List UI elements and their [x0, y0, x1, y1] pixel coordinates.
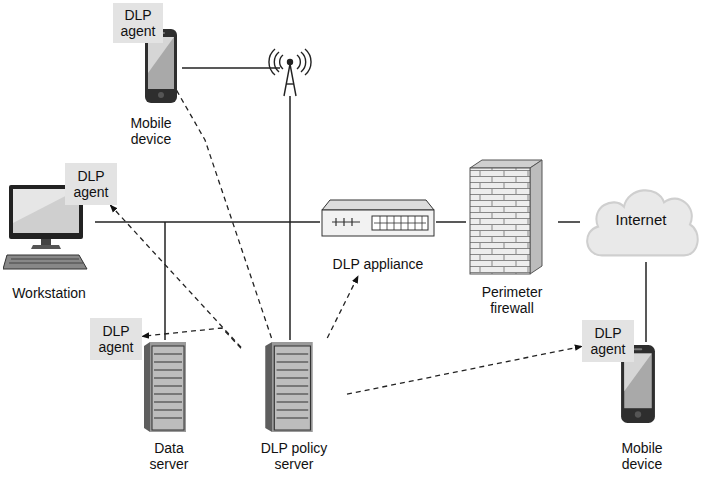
device-label: Mobile device: [114, 115, 188, 147]
device-label: Data server: [134, 440, 204, 472]
network-link: [645, 262, 647, 342]
device-label: DLP policy server: [241, 440, 347, 472]
antenna-feed-line: [289, 96, 291, 340]
device-label: DLP appliance: [333, 256, 424, 272]
agent-label-box: DLP agent: [90, 318, 142, 360]
policy-server: DLP policy server: [241, 338, 347, 472]
internet-cloud: Internet: [580, 178, 702, 262]
policy-arrow: [347, 346, 582, 394]
server-icon: [263, 340, 315, 434]
device-label: Perimeter firewall: [466, 284, 558, 316]
network-link: [558, 221, 580, 223]
server-icon: [142, 340, 188, 434]
policy-arrow: [327, 276, 358, 338]
device-label: Internet: [616, 212, 667, 228]
agent-label: DLP agent: [586, 325, 630, 357]
agent-label: DLP agent: [117, 7, 159, 39]
firewall-icon: [468, 158, 544, 276]
network-link: [436, 221, 466, 223]
agent-label: DLP agent: [69, 168, 113, 200]
agent-label-box: DLP agent: [113, 3, 163, 43]
wireless-link: [182, 67, 280, 69]
device-label: Mobile device: [608, 440, 676, 472]
appliance-icon: [320, 196, 436, 240]
data-server: Data server: [134, 338, 204, 472]
network-link: [95, 221, 320, 223]
perimeter-firewall: Perimeter firewall: [466, 158, 558, 316]
antenna-symbol: [269, 49, 311, 96]
dlp-appliance: DLP appliance: [320, 196, 436, 276]
agent-label: DLP agent: [94, 323, 138, 355]
mobile-device: Mobile device: [114, 25, 188, 147]
agent-label-box: DLP agent: [65, 163, 117, 205]
agent-label-box: DLP agent: [582, 320, 634, 362]
device-label: Workstation: [12, 285, 86, 301]
server-tap-line: [164, 222, 166, 340]
